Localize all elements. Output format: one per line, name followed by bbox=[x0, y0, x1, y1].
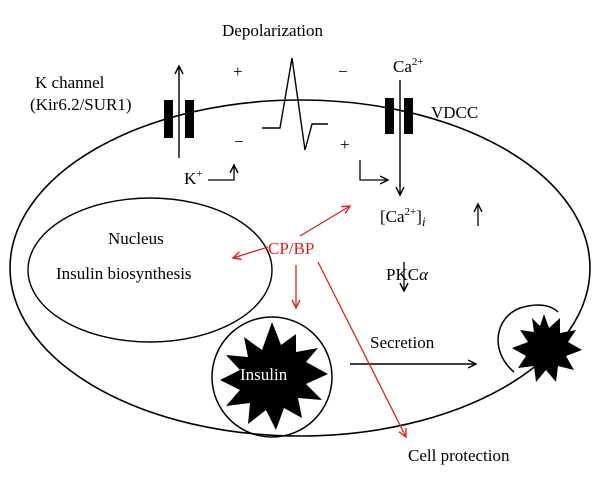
cai-subscript: i bbox=[421, 214, 426, 229]
cell-membrane bbox=[9, 99, 591, 437]
ca-ion-base: Ca bbox=[393, 57, 412, 76]
depolarization-bent-arrow bbox=[359, 160, 388, 180]
membrane-plus-right: + bbox=[340, 135, 350, 154]
insulin-label: Insulin bbox=[240, 365, 288, 384]
vdcc-bar-left bbox=[385, 98, 394, 134]
exocytosis-pocket bbox=[497, 304, 559, 373]
cell-protection-label: Cell protection bbox=[408, 446, 510, 465]
insulin-starburst bbox=[220, 322, 328, 430]
k-bent-arrow bbox=[208, 165, 234, 181]
secretion-label: Secretion bbox=[370, 333, 435, 352]
cai-close: ] bbox=[416, 207, 422, 226]
ca-ion-charge: 2+ bbox=[411, 56, 424, 68]
k-channel-subunits-label: (Kir6.2/SUR1) bbox=[30, 95, 132, 114]
nucleus-label: Nucleus bbox=[108, 229, 164, 248]
k-ion-charge: + bbox=[196, 168, 203, 180]
k-ion-base: K bbox=[184, 169, 197, 188]
insulin-granule bbox=[211, 316, 333, 438]
k-channel-label: K channel bbox=[35, 73, 105, 92]
membrane-minus-left: − bbox=[234, 132, 244, 151]
vdcc-label: VDCC bbox=[431, 103, 479, 122]
pkc-base: PKC bbox=[386, 265, 420, 284]
intracellular-calcium-label: [Ca2+]i bbox=[380, 206, 426, 229]
membrane-minus-right: − bbox=[338, 62, 348, 81]
secreted-insulin-starburst bbox=[512, 314, 582, 382]
depolarization-label: Depolarization bbox=[222, 21, 324, 40]
cpbp-label: CP/BP bbox=[268, 239, 315, 258]
ca-ion-label: Ca2+ bbox=[393, 56, 424, 76]
pkc-alpha-symbol: α bbox=[419, 265, 429, 284]
cai-charge: 2+ bbox=[404, 206, 417, 218]
pkc-alpha-label: PKCα bbox=[386, 266, 428, 283]
cpbp-to-protection-arrow bbox=[317, 261, 406, 437]
action-potential-trace bbox=[262, 57, 328, 151]
k-channel-bar-right bbox=[185, 100, 194, 138]
k-ion-label: K+ bbox=[184, 168, 203, 188]
nucleus-ellipse bbox=[27, 197, 273, 343]
insulin-biosynthesis-label: Insulin biosynthesis bbox=[56, 264, 192, 283]
vdcc-bar-right bbox=[404, 98, 413, 134]
cpbp-to-nucleus-arrow bbox=[233, 246, 269, 258]
cpbp-to-calcium-arrow bbox=[299, 206, 350, 237]
membrane-plus-left: + bbox=[233, 62, 243, 81]
k-channel-bar-left bbox=[164, 100, 173, 138]
cai-open: [Ca bbox=[380, 207, 405, 226]
